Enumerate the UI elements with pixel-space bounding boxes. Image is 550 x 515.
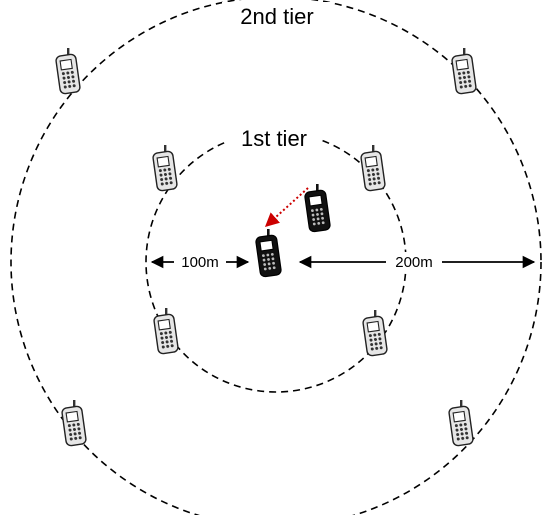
mobile-phone-icon [303,183,332,233]
outer-tier-circle [10,0,542,515]
inner-distance-label: 100m [181,254,219,271]
mobile-phone-icon [54,47,82,95]
inner-tier-label: 1st tier [241,126,307,151]
outer-tier-label: 2nd tier [240,4,313,29]
mobile-phone-icon [361,309,389,357]
mobile-phone-icon [359,144,387,192]
movement-arrow [264,187,309,227]
mobile-phone-icon [254,228,283,278]
outer-distance-label: 200m [395,254,433,271]
mobile-phone-icon [151,144,179,192]
mobile-phone-icon [450,47,478,95]
mobile-phone-icon [60,399,88,447]
mobile-phone-icon [447,399,475,447]
